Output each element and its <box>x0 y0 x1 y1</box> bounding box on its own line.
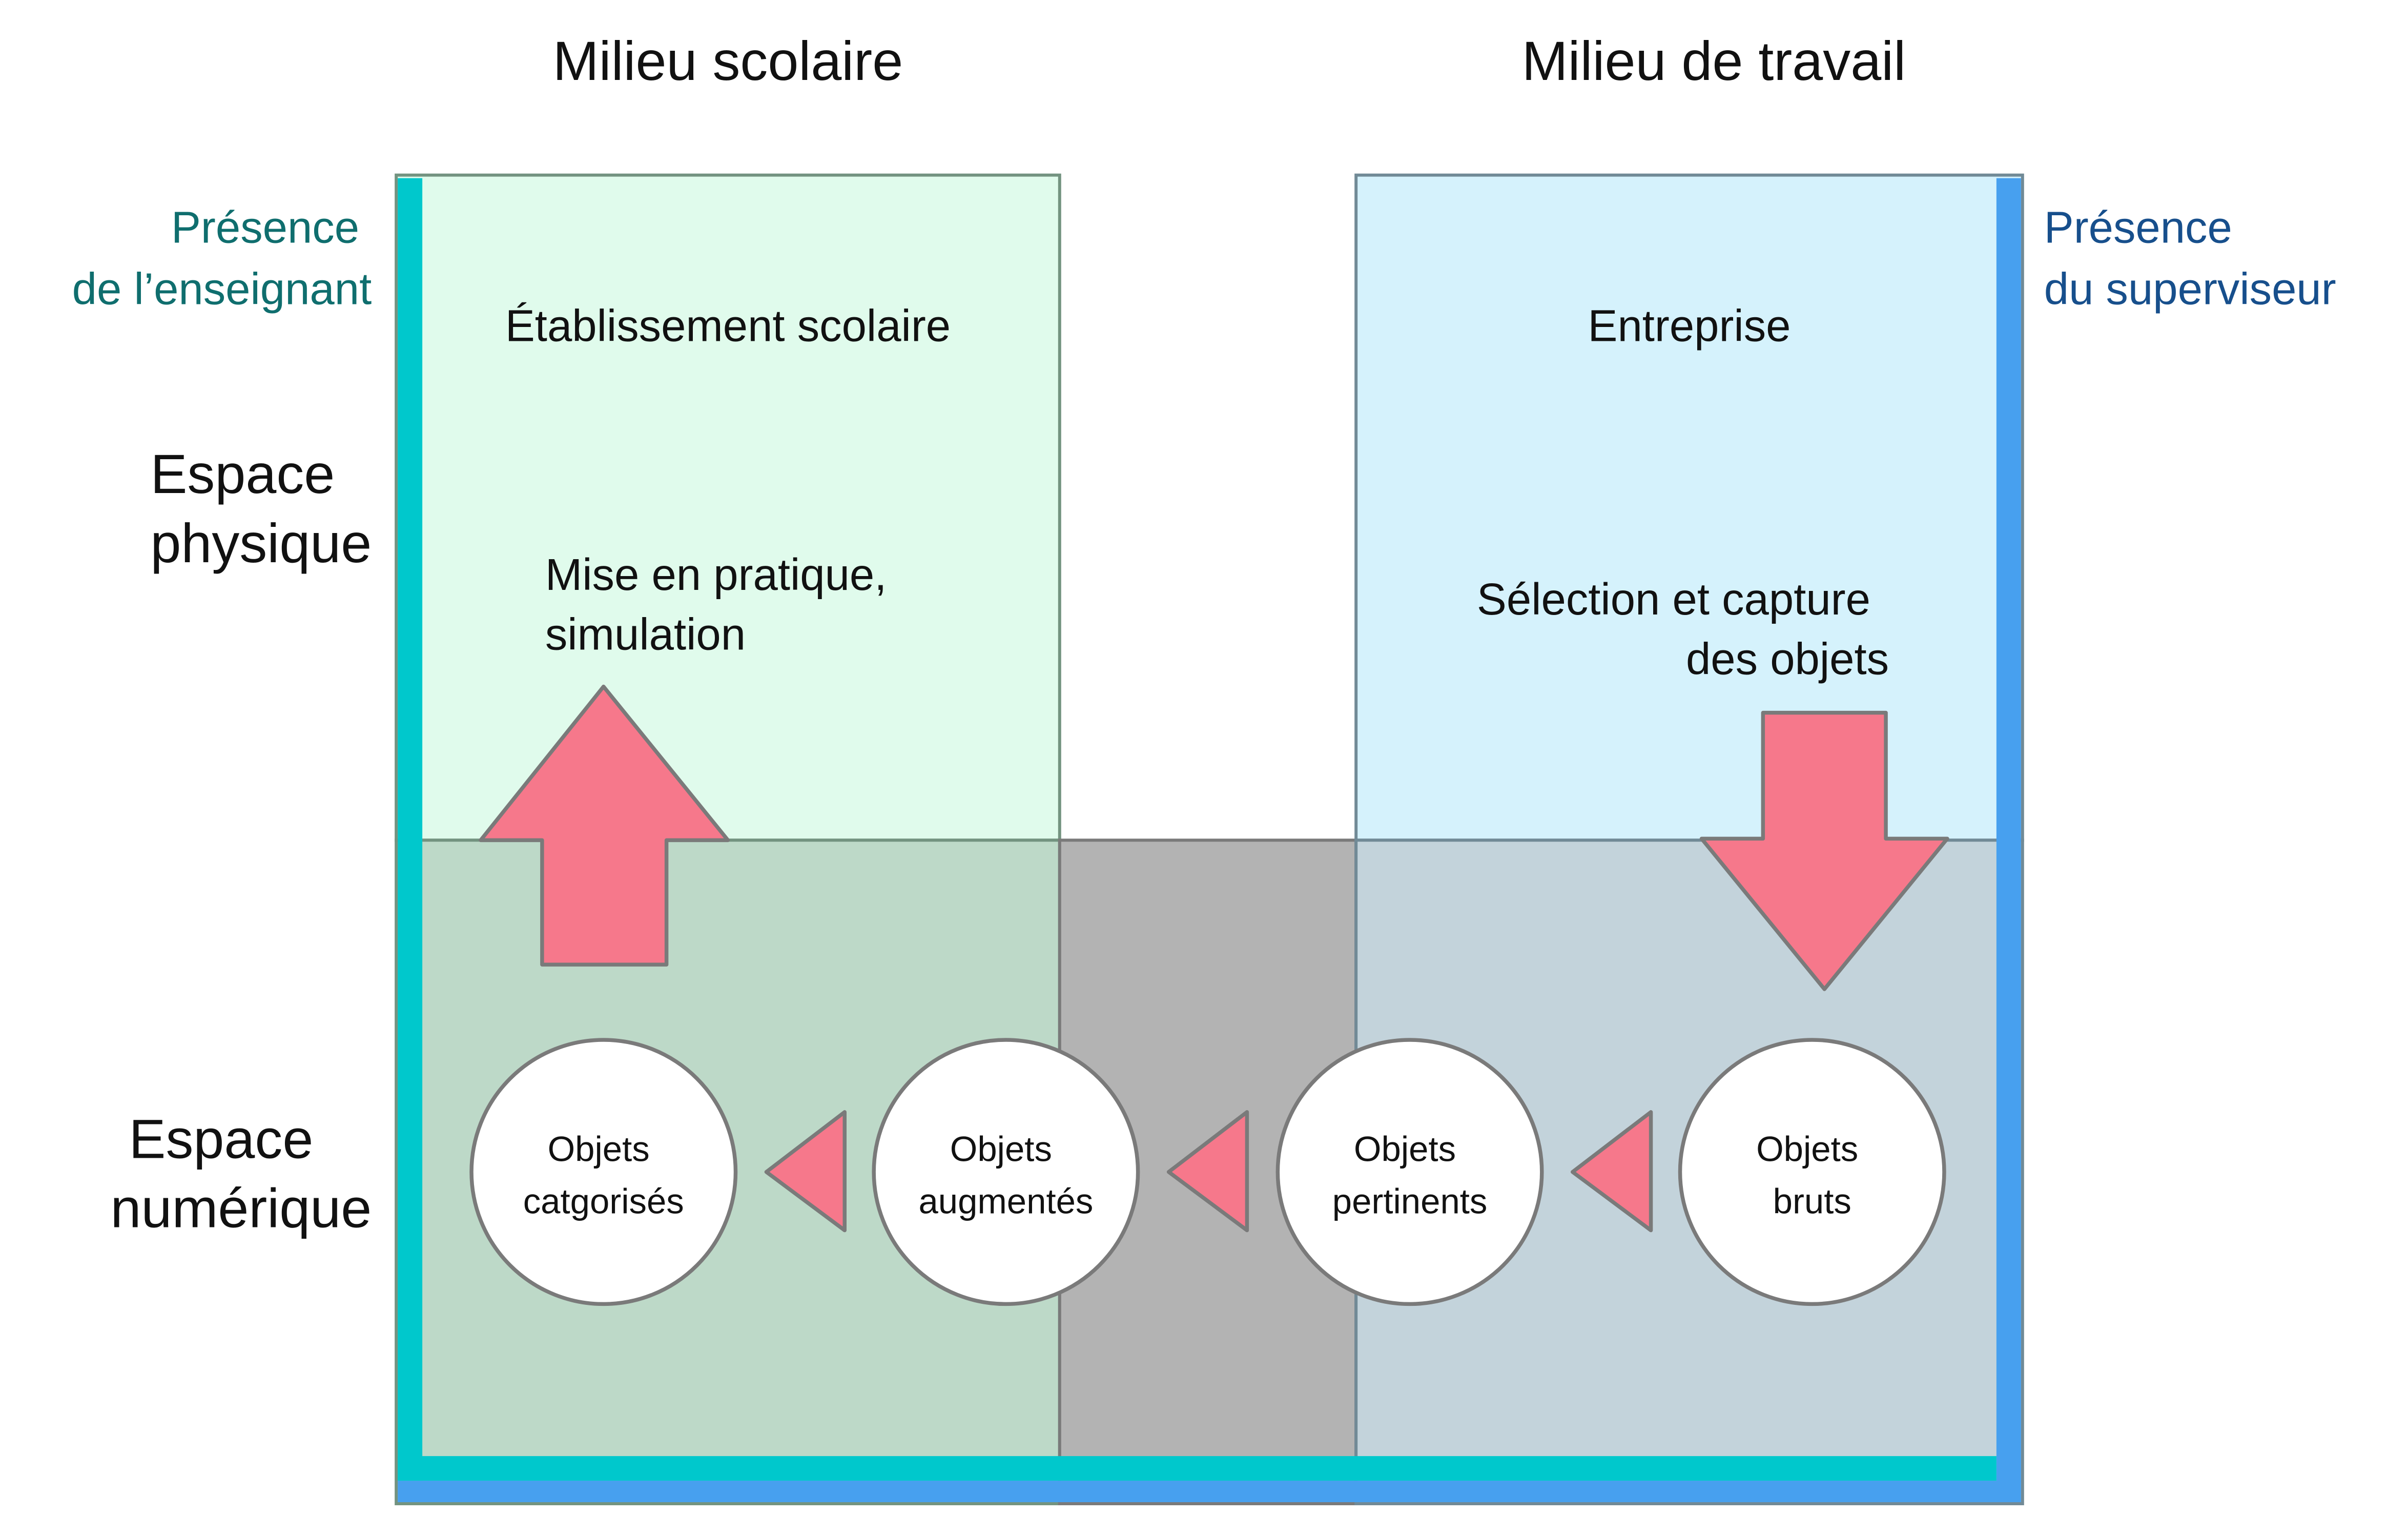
teacher-presence-line-2: de l’enseignant <box>72 264 372 314</box>
object-label-line-2: augmentés <box>918 1182 1093 1221</box>
object-node-relevant: Objets pertinents <box>1275 1038 1544 1306</box>
school-activity-line-2: simulation <box>545 610 746 660</box>
physical-space-line-2: physique <box>150 512 372 574</box>
header-work-milieu: Milieu de travail <box>1522 30 1906 92</box>
object-circle <box>1275 1038 1544 1306</box>
supervisor-presence-label: Présence du superviseur <box>2044 203 2336 314</box>
teacher-presence-line-1: Présence <box>171 203 359 253</box>
school-zone-title: Établissement scolaire <box>505 301 951 351</box>
teacher-presence-bar-bottom <box>398 1456 1997 1481</box>
object-circle <box>469 1038 738 1306</box>
physical-space-label: Espace physique <box>150 443 372 574</box>
school-physical-zone <box>395 173 1061 842</box>
object-node-augmented: Objets augmentés <box>872 1038 1140 1306</box>
object-label-line-2: catgorisés <box>523 1182 684 1221</box>
object-label: Objets bruts <box>1756 1130 1868 1221</box>
flow-arrow-left-icon <box>1570 1110 1653 1233</box>
flow-arrow-left-icon <box>1166 1110 1249 1233</box>
object-label: Objets catgorisés <box>523 1130 684 1221</box>
supervisor-presence-bar-bottom <box>398 1481 2021 1503</box>
object-label-line-1: Objets <box>1756 1130 1858 1169</box>
digital-space-line-2: numérique <box>111 1177 372 1239</box>
object-label-line-1: Objets <box>1354 1130 1456 1169</box>
company-activity-line-2: des objets <box>1686 634 1889 684</box>
object-label: Objets pertinents <box>1332 1130 1488 1221</box>
company-zone-title: Entreprise <box>1588 301 1790 351</box>
teacher-presence-bar-left <box>398 178 423 1481</box>
physical-space-line-1: Espace <box>150 443 335 505</box>
supervisor-presence-line-2: du superviseur <box>2044 264 2336 314</box>
object-label-line-1: Objets <box>548 1130 650 1169</box>
arrow-down-icon <box>1699 710 1949 991</box>
object-label-line-2: pertinents <box>1332 1182 1488 1221</box>
arrow-up-icon <box>479 684 730 967</box>
object-label-line-2: bruts <box>1773 1182 1851 1221</box>
company-physical-zone <box>1354 173 2024 842</box>
company-activity-text: Sélection et capture des objets <box>1477 575 1889 684</box>
object-label: Objets augmentés <box>918 1130 1093 1221</box>
company-activity-line-1: Sélection et capture <box>1477 575 1870 624</box>
object-node-raw: Objets bruts <box>1678 1038 1946 1306</box>
digital-space-line-1: Espace <box>129 1108 314 1170</box>
flow-arrow-left-icon <box>764 1110 847 1233</box>
header-school-milieu: Milieu scolaire <box>553 30 903 92</box>
object-label-line-1: Objets <box>950 1130 1052 1169</box>
object-circle <box>1678 1038 1946 1306</box>
object-circle <box>872 1038 1140 1306</box>
teacher-presence-label: Présence de l’enseignant <box>72 203 372 314</box>
school-activity-text: Mise en pratique, simulation <box>545 550 899 660</box>
school-activity-line-1: Mise en pratique, <box>545 550 887 600</box>
supervisor-presence-line-1: Présence <box>2044 203 2232 253</box>
supervisor-presence-bar-right <box>1996 178 2021 1483</box>
object-node-categorized: Objets catgorisés <box>469 1038 738 1306</box>
digital-space-label: Espace numérique <box>111 1108 372 1239</box>
